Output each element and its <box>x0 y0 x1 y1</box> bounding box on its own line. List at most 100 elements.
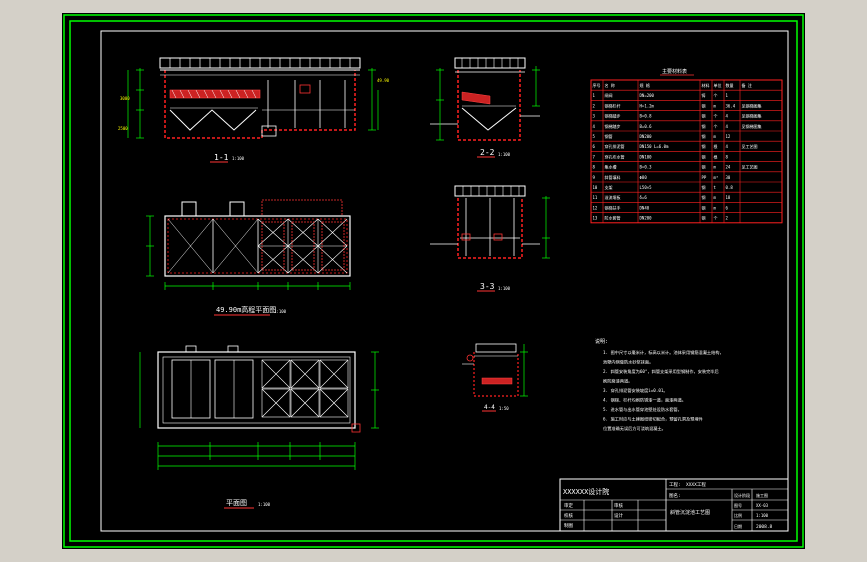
material-table-cell: m <box>714 195 717 200</box>
material-table-cell: 个 <box>714 124 718 129</box>
material-table-cell: m <box>714 103 717 108</box>
material-table-cell: 2 <box>726 216 729 221</box>
material-table-cell: m³ <box>714 175 719 180</box>
material-table-cell: 个 <box>714 114 718 119</box>
svg-text:49.90: 49.90 <box>377 78 390 83</box>
material-table-cell: 钢 <box>702 133 706 139</box>
note-line: 池壁内侧做防水砂浆抹面。 <box>603 359 653 366</box>
section-1-1-title: 1-1 <box>214 153 229 162</box>
material-table-cell: 2 <box>593 103 596 108</box>
material-table-cell: L50×5 <box>640 185 653 190</box>
designer-stamp: XXXXXX设计院 <box>563 487 609 496</box>
detail-4-4-scale: 1:50 <box>499 406 509 411</box>
material-table-cell: m <box>714 134 717 139</box>
material-table-cell: DN100 <box>640 154 653 159</box>
role-2: 审核 <box>614 502 623 509</box>
note-line: 6. 施工时应与土建图纸密切配合，预留孔洞及预埋件 <box>603 416 703 423</box>
material-table-cell: δ=6 <box>640 195 648 200</box>
material-table-cell: B=0.6 <box>640 124 653 129</box>
material-table-cell: 斜管填料 <box>605 174 621 180</box>
material-table-cell: 见工艺图 <box>742 143 758 149</box>
date-value: 2008.8 <box>756 524 773 530</box>
material-table-cell: 4 <box>726 144 729 149</box>
material-table-cell: 钢 <box>702 194 706 200</box>
material-table-cell: 防水套管 <box>605 215 621 221</box>
number-label: 图号 <box>734 502 742 508</box>
note-line: 刷防腐漆两道。 <box>603 378 632 385</box>
material-table-cell: B=0.3 <box>640 165 653 170</box>
role-4: 设计 <box>614 512 623 519</box>
material-table-cell: 24 <box>726 165 731 170</box>
material-table-cell: 钢 <box>702 164 706 170</box>
drawing-name: 斜管沉淀池工艺图 <box>670 509 710 516</box>
material-table-cell: 根 <box>714 153 718 159</box>
material-table-cell: 见钢梯图集 <box>742 113 762 119</box>
material-table-cell: t <box>714 185 717 190</box>
middle-frame <box>69 20 798 542</box>
material-table-cell: 集水槽 <box>605 164 617 170</box>
svg-text:2500: 2500 <box>118 126 128 131</box>
material-table-cell: 4 <box>726 124 729 129</box>
note-line: 2. 斜管安装角度为60°，斜管支架采用型钢制作，安装完毕后 <box>603 368 719 375</box>
material-table-cell: 钢梯扶手 <box>605 204 621 210</box>
material-table-cell: 7 <box>593 154 596 159</box>
material-table-cell: 13 <box>593 216 598 221</box>
material-table-cell: H=1.2m <box>640 103 655 108</box>
material-table-cell: 钢 <box>702 215 706 221</box>
material-table-header-cell: 规 格 <box>640 82 650 88</box>
material-table-cell: m <box>714 205 717 210</box>
material-table-cell: 见钢梯图集 <box>742 123 762 129</box>
section-3-3-scale: 1:100 <box>498 286 511 291</box>
project-label: 工程: <box>669 481 681 488</box>
material-table-cell: 1 <box>726 93 729 98</box>
section-3-3-title: 3-3 <box>480 282 495 291</box>
note-line: 1. 图中尺寸以毫米计，标高以米计。池体采用钢筋混凝土结构， <box>603 349 724 356</box>
material-table-header-cell: 备 注 <box>742 82 752 88</box>
material-table-cell: PP <box>702 175 707 180</box>
material-table-cell: DN=200 <box>640 93 655 98</box>
material-table-cell: 个 <box>714 216 718 221</box>
role-1: 审定 <box>564 502 573 509</box>
material-table-cell: 溢流堰板 <box>605 194 621 200</box>
material-table-cell: 钢 <box>702 102 706 108</box>
material-table-cell: 12 <box>593 205 598 210</box>
material-table-header-cell: 序号 <box>593 82 601 88</box>
material-table-cell: 18 <box>726 195 731 200</box>
material-table-cell: 6 <box>726 205 729 210</box>
drawing-border <box>100 30 789 532</box>
notes-heading: 说明: <box>595 338 608 345</box>
material-table-cell: 钢 <box>702 204 706 210</box>
material-table-header-cell: 名 称 <box>605 82 615 88</box>
material-table-cell: Φ80 <box>640 175 648 180</box>
notes-section: 说明: 1. 图中尺寸以毫米计，标高以米计。池体采用钢筋混凝土结构， 池壁内侧做… <box>595 338 724 432</box>
material-table-cell: 穿孔排泥管 <box>605 143 625 149</box>
note-line: 4. 钢梯、栏杆均刷防锈漆一道，面漆两道。 <box>603 397 686 404</box>
material-table-cell: 3 <box>593 114 596 119</box>
material-table-cell: 穿孔布水管 <box>605 153 625 159</box>
material-table-cell: 11 <box>593 195 598 200</box>
detail-4-4-title: 4-4 <box>484 404 495 411</box>
material-table-cell: 钢 <box>702 153 706 159</box>
material-table-cell: 36.4 <box>726 103 736 108</box>
section-2-2-view: 2-2 1:100 <box>430 57 540 158</box>
material-table-cell: 9 <box>593 175 596 180</box>
outer-frame <box>63 14 804 548</box>
number-value: XX-03 <box>756 503 769 508</box>
stage-label: 设计阶段 <box>734 492 750 498</box>
note-line: 位置准确无误后方可浇筑混凝土。 <box>603 425 666 432</box>
role-3: 校核 <box>564 512 573 519</box>
material-table-header-cell: 单位 <box>714 82 722 88</box>
material-table-cell: DN200 <box>640 134 653 139</box>
title-block: XXXXXX设计院 审定 审核 校核 设计 制图 工程: XXXX工程 图名: … <box>559 478 789 532</box>
material-table-cell: 10 <box>593 185 598 190</box>
material-table-cell: 12 <box>726 134 731 139</box>
material-table-cell: 钢 <box>702 143 706 149</box>
material-table-cell: DN150 L=6.0m <box>640 144 669 149</box>
svg-text:3000: 3000 <box>120 96 130 101</box>
material-table-cell: 闸阀 <box>605 92 613 98</box>
scale-label: 比例 <box>734 512 742 518</box>
plan-title: 平面图 <box>226 499 247 507</box>
material-table-cell: 0.8 <box>726 185 734 190</box>
